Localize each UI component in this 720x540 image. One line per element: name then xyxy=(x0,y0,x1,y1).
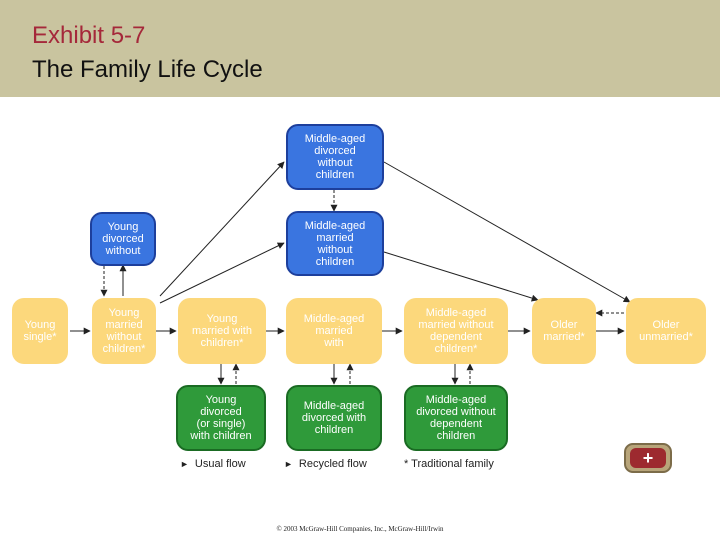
header-band: Exhibit 5-7 The Family Life Cycle xyxy=(0,0,720,97)
arrow-icon: ► xyxy=(180,459,189,469)
legend-recycled-flow: ► Recycled flow xyxy=(284,458,367,470)
legend-usual-flow: ► Usual flow xyxy=(180,458,246,470)
legend-usual-flow-label: Usual flow xyxy=(194,458,246,470)
plus-icon: + xyxy=(630,448,666,468)
exhibit-number: Exhibit 5-7 xyxy=(32,22,146,49)
legend-traditional-family: * Traditional family xyxy=(404,458,494,470)
legend-recycled-flow-label: Recycled flow xyxy=(298,458,367,470)
plus-button[interactable]: + xyxy=(624,443,672,473)
page-title: The Family Life Cycle xyxy=(32,56,263,83)
arrow-icon: ► xyxy=(284,459,293,469)
arrow-mid-divorced-to-older-unmarried xyxy=(383,161,631,303)
arrow-young-married-to-mid-divorced xyxy=(159,161,285,297)
legend-traditional-family-label: * Traditional family xyxy=(404,458,494,470)
copyright-text: © 2003 McGraw-Hill Companies, Inc., McGr… xyxy=(276,525,444,533)
arrow-mid-married-to-older-married xyxy=(383,251,539,302)
arrow-young-married-to-mid-married xyxy=(159,242,285,304)
